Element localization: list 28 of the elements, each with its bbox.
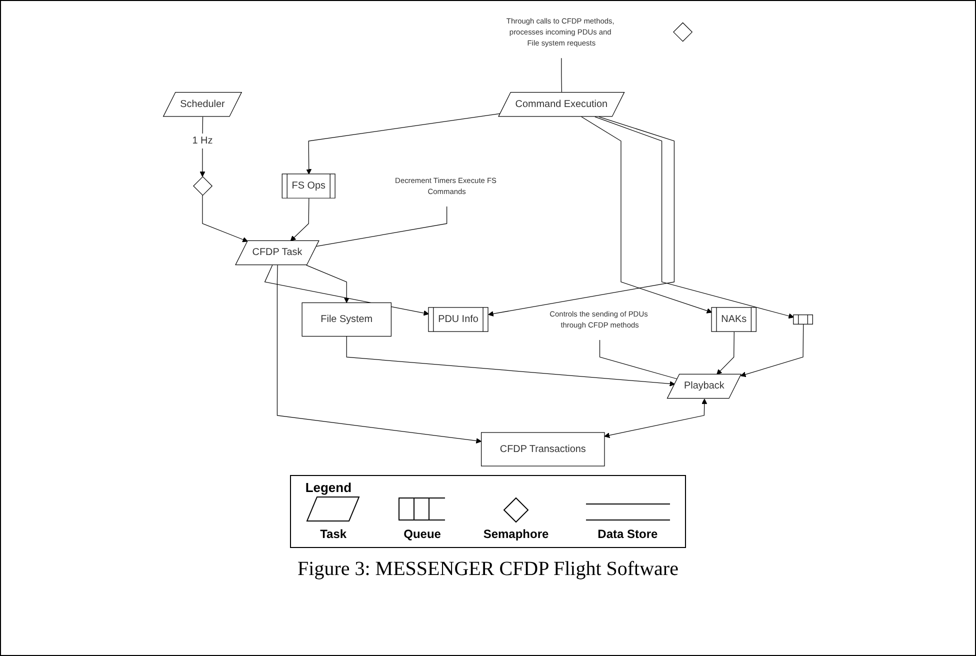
legend-title: Legend (305, 480, 353, 495)
arrow (202, 195, 248, 242)
connector (599, 340, 678, 380)
arrow (306, 113, 501, 174)
arrow (716, 332, 734, 375)
arrow (581, 116, 712, 314)
arrow (306, 264, 350, 303)
edge-label: 1 Hz (192, 135, 213, 146)
arrow (594, 116, 794, 319)
arrow (488, 116, 675, 316)
legend-label: Task (320, 527, 347, 541)
arrow (346, 336, 676, 386)
connector (561, 58, 562, 93)
arrow (740, 324, 804, 378)
legend-label: Data Store (598, 527, 658, 541)
node-box: File System (302, 302, 392, 337)
node-box (793, 314, 813, 324)
node-diamond (673, 22, 693, 42)
arrow (604, 398, 708, 438)
arrow (200, 116, 206, 177)
legend-label: Semaphore (483, 527, 549, 541)
arrow (290, 198, 310, 242)
caption: Figure 3: MESSENGER CFDP Flight Software (298, 558, 678, 581)
node-diamond (193, 176, 213, 196)
node-box: CFDP Transactions (481, 432, 605, 466)
legend-label: Queue (404, 527, 441, 541)
arrow (276, 264, 482, 444)
connector (316, 206, 448, 247)
